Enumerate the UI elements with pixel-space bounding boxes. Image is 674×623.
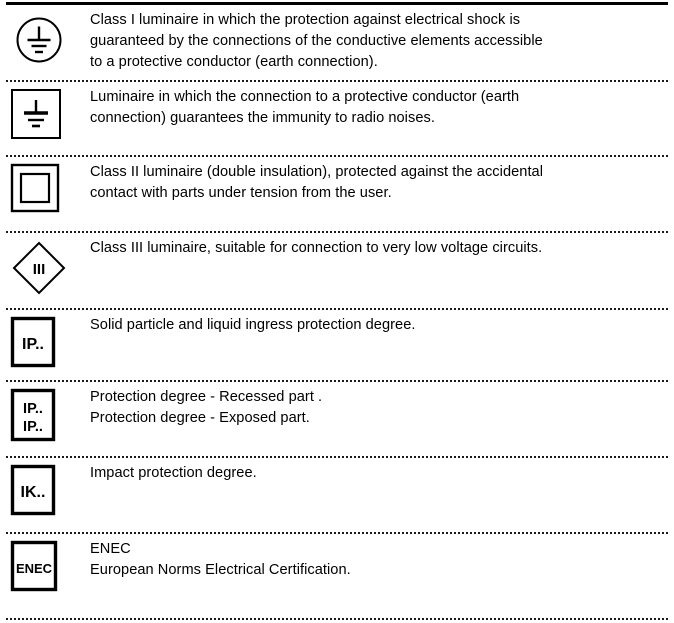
row-separator xyxy=(6,231,668,233)
legend-row-text: Protection degree - Recessed part . Prot… xyxy=(90,382,674,429)
legend-row-text: Solid particle and liquid ingress protec… xyxy=(90,310,674,336)
ip-label-bottom: IP.. xyxy=(23,419,43,435)
legend-row-enec: ENEC ENEC European Norms Electrical Cert… xyxy=(0,534,674,620)
legend-row-ip-recessed-exposed: IP.. IP.. Protection degree - Recessed p… xyxy=(0,382,674,458)
legend-row-text: Class III luminaire, suitable for connec… xyxy=(90,233,674,259)
legend-row-ik: IK.. Impact protection degree. xyxy=(0,458,674,534)
legend-text-line: Class II luminaire (double insulation), … xyxy=(90,164,544,180)
icon-cell xyxy=(6,157,90,213)
legend-row-class-i: Class I luminaire in which the protectio… xyxy=(0,5,674,82)
legend-row-text: Class I luminaire in which the protectio… xyxy=(90,5,674,73)
icon-cell: IP.. IP.. xyxy=(6,382,90,444)
legend-row-text: Class II luminaire (double insulation), … xyxy=(90,157,674,204)
functional-earth-square-icon xyxy=(11,89,61,139)
row-separator xyxy=(6,380,668,382)
legend-row-text: Luminaire in which the connection to a p… xyxy=(90,82,674,129)
class-i-earth-circle-icon xyxy=(16,17,62,63)
ik-rating-box-icon: IK.. xyxy=(10,464,56,516)
ip-label-top: IP.. xyxy=(23,401,43,417)
legend-row-class-ii: Class II luminaire (double insulation), … xyxy=(0,157,674,233)
class-iii-label: III xyxy=(33,261,46,278)
ip-label: IP.. xyxy=(22,336,44,353)
legend-text-line: connection) guarantees the immunity to r… xyxy=(90,110,435,126)
legend-text-line: Luminaire in which the connection to a p… xyxy=(90,89,520,105)
row-separator xyxy=(6,308,668,310)
enec-label: ENEC xyxy=(16,561,53,576)
icon-cell xyxy=(6,82,90,140)
icon-cell xyxy=(6,5,90,69)
row-separator xyxy=(6,618,668,620)
top-rule-divider xyxy=(6,2,668,5)
class-iii-diamond-icon: III xyxy=(12,241,66,295)
row-separator xyxy=(6,532,668,534)
icon-cell: IK.. xyxy=(6,458,90,518)
legend-row-functional-earth: Luminaire in which the connection to a p… xyxy=(0,82,674,157)
legend-text-line: ENEC xyxy=(90,541,131,557)
legend-rows: Class I luminaire in which the protectio… xyxy=(0,5,674,620)
legend-row-class-iii: III Class III luminaire, suitable for co… xyxy=(0,233,674,310)
legend-text-line: Class III luminaire, suitable for connec… xyxy=(90,240,543,256)
enec-mark-box-icon: ENEC xyxy=(10,540,58,592)
legend-text-line: to a protective conductor (earth connect… xyxy=(90,54,378,70)
legend-text-line: contact with parts under tension from th… xyxy=(90,185,392,201)
class-ii-double-square-icon xyxy=(10,163,60,213)
row-separator xyxy=(6,456,668,458)
icon-cell: III xyxy=(6,233,90,297)
legend-row-ip: IP.. Solid particle and liquid ingress p… xyxy=(0,310,674,382)
legend-text-line: European Norms Electrical Certification. xyxy=(90,562,351,578)
legend-text-line: guaranteed by the connections of the con… xyxy=(90,33,543,49)
legend-text-line: Protection degree - Exposed part. xyxy=(90,410,310,426)
legend-text-line: Class I luminaire in which the protectio… xyxy=(90,12,521,28)
ip-rating-box-icon: IP.. xyxy=(10,316,56,368)
legend-row-text: Impact protection degree. xyxy=(90,458,674,484)
legend-text-line: Protection degree - Recessed part . xyxy=(90,389,323,405)
row-separator xyxy=(6,80,668,82)
legend-row-text: ENEC European Norms Electrical Certifica… xyxy=(90,534,674,581)
row-separator xyxy=(6,155,668,157)
ip-rating-double-box-icon: IP.. IP.. xyxy=(10,388,56,442)
icon-cell: IP.. xyxy=(6,310,90,370)
legend-text-line: Solid particle and liquid ingress protec… xyxy=(90,317,416,333)
ik-label: IK.. xyxy=(21,484,46,501)
legend-text-line: Impact protection degree. xyxy=(90,465,257,481)
icon-cell: ENEC xyxy=(6,534,90,594)
